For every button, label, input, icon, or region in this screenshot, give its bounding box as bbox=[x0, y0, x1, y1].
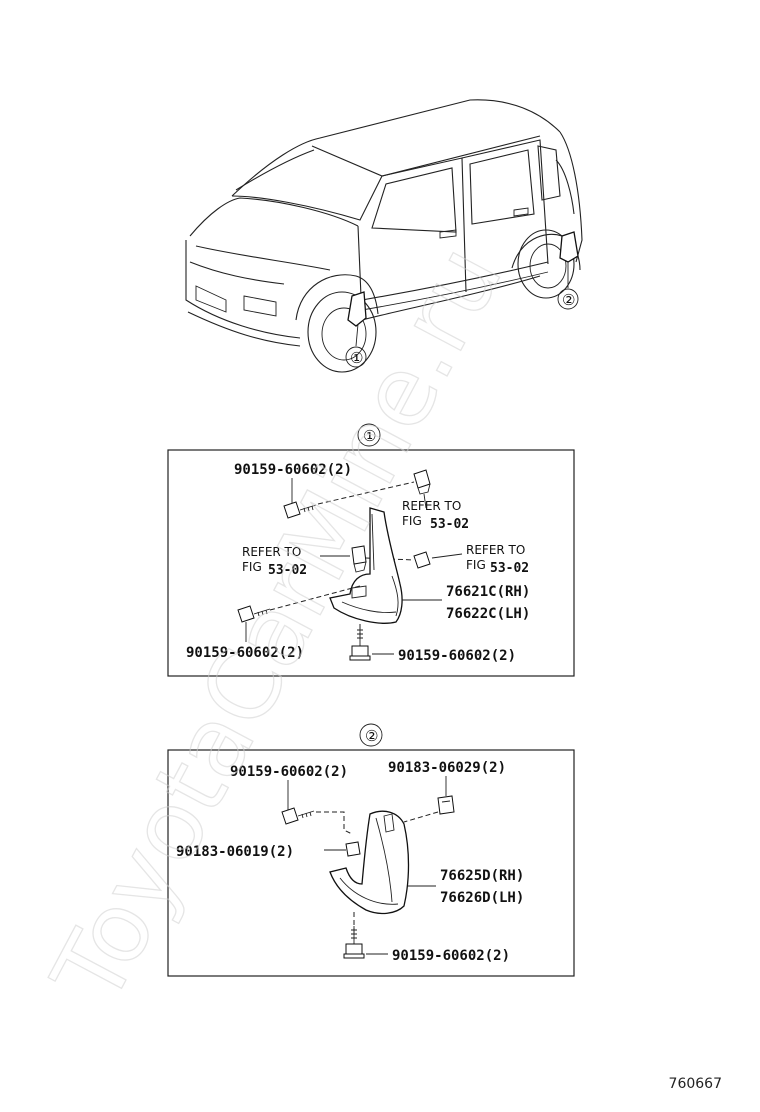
mudguard-part-icon bbox=[329, 810, 410, 915]
panel-2-bolt-top-label: 90159-60602(2) bbox=[230, 764, 348, 780]
panel-1-refer-left-num: 53-02 bbox=[268, 563, 307, 578]
panel-1-title: ① bbox=[363, 427, 376, 445]
bolt-icon bbox=[283, 501, 317, 519]
panel-2-part-lh-label: 76626D(LH) bbox=[440, 890, 524, 906]
bolt-icon bbox=[237, 605, 271, 623]
bolt-icon bbox=[343, 926, 365, 959]
panel-1-refer-top-text: REFER TO bbox=[402, 499, 461, 513]
panel-1-part-rh-label: 76621C(RH) bbox=[446, 584, 530, 600]
panel-1-refer-right-num: 53-02 bbox=[490, 561, 529, 576]
car-overview-illustration: ① ② bbox=[185, 99, 583, 373]
clip-icon bbox=[351, 545, 367, 573]
panel-1-frame bbox=[167, 449, 575, 677]
panel-2-title: ② bbox=[365, 727, 378, 745]
panel-1-refer-top-fig: FIG bbox=[402, 514, 422, 528]
panel-2-nut-top-label: 90183-06029(2) bbox=[388, 760, 506, 776]
panel-2-frame bbox=[167, 749, 575, 977]
panel-1-refer-top-num: 53-02 bbox=[430, 517, 469, 532]
callout-1-label: ① bbox=[350, 349, 363, 367]
panel-1-refer-right-text: REFER TO bbox=[466, 543, 525, 557]
panel-2-part-rh-label: 76625D(RH) bbox=[440, 868, 524, 884]
bolt-icon bbox=[349, 626, 371, 661]
nut-icon bbox=[345, 841, 361, 857]
callout-2-label: ② bbox=[562, 291, 575, 309]
panel-1-front-mudguard: ① 90159-60602(2) REFER TO FIG 53-02 REFE… bbox=[167, 423, 575, 677]
mudguard-part-icon bbox=[329, 507, 403, 624]
nut-icon bbox=[437, 795, 455, 815]
panel-2-nut-left-label: 90183-06019(2) bbox=[176, 844, 294, 860]
panel-1-bolt-top-label: 90159-60602(2) bbox=[234, 462, 352, 478]
clip-icon bbox=[413, 551, 431, 569]
panel-1-bolt-left-label: 90159-60602(2) bbox=[186, 645, 304, 661]
panel-2-bolt-bottom-label: 90159-60602(2) bbox=[392, 948, 510, 964]
panel-1-part-lh-label: 76622C(LH) bbox=[446, 606, 530, 622]
figure-number: 760667 bbox=[668, 1076, 722, 1092]
panel-1-bolt-bottom-label: 90159-60602(2) bbox=[398, 648, 516, 664]
panel-2-rear-mudguard: ② 90159-60602(2) 90183-06029(2) 90183-06… bbox=[167, 723, 575, 977]
clip-icon bbox=[413, 469, 431, 495]
bolt-icon bbox=[281, 807, 315, 825]
panel-1-refer-right-fig: FIG bbox=[466, 558, 486, 572]
panel-1-refer-left-text: REFER TO bbox=[242, 545, 301, 559]
panel-1-refer-left-fig: FIG bbox=[242, 560, 262, 574]
